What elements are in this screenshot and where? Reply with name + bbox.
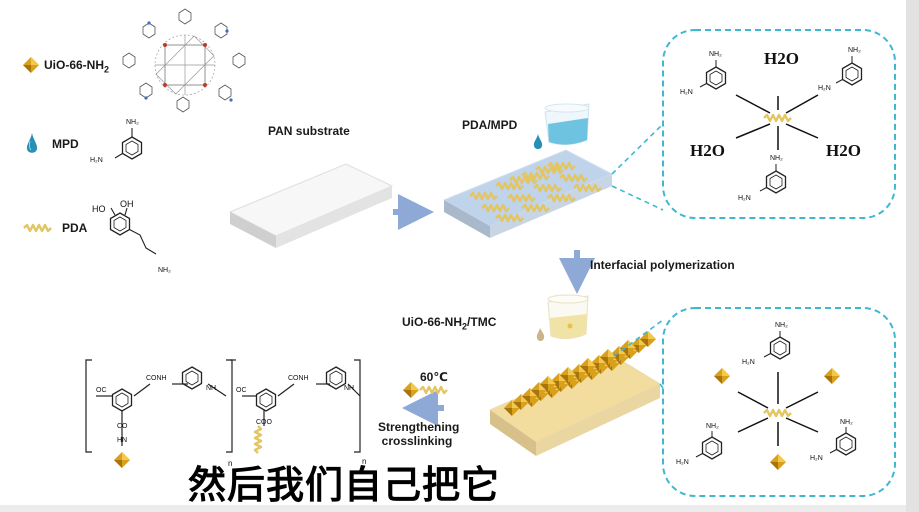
nh2-label-3: NH₂ [770, 155, 783, 162]
h2n-label-3: H₂N [738, 195, 751, 202]
h2o-top-label: H2O [764, 49, 799, 68]
zoom-line-bottom [611, 185, 664, 211]
pda-complex-dashed-box [662, 29, 896, 219]
tmc-drop-icon [536, 328, 545, 341]
oc-label-2: OC [236, 387, 247, 394]
pda-molecule [109, 207, 157, 255]
zoom-line-top-2 [613, 319, 664, 357]
h2n-label-6: H₂N [810, 455, 823, 462]
conh-label-1: CONH [146, 375, 167, 382]
uio-tmc-beaker-icon [547, 294, 589, 340]
uio-pda-complex [695, 331, 857, 470]
co-label: CO [117, 423, 128, 430]
polymer-uio-icon [114, 452, 130, 468]
pda-ho-label: HO [92, 204, 106, 214]
pan-substrate-block [228, 163, 394, 248]
nh2-label-2: NH₂ [848, 47, 861, 54]
mpd-h2n-label: H₂N [90, 157, 103, 164]
uio-complex-dashed-box [662, 307, 896, 497]
uio-framework-structure [122, 8, 246, 113]
pda-chain-icon [22, 223, 53, 233]
subtitle-caption: 然后我们自己把它 [188, 463, 501, 507]
h2n-label-5: H₂N [676, 459, 689, 466]
mpd-nh2-label: NH₂ [126, 119, 139, 126]
nh2-label-4: NH₂ [775, 322, 788, 329]
n-subscript-right: n [362, 457, 366, 466]
oc-label-1: OC [96, 387, 107, 394]
mpd-droplet-icon [26, 133, 38, 153]
uio-membrane [488, 355, 662, 456]
h2n-label-1: H₂N [680, 89, 693, 96]
hn-label: HN [117, 437, 127, 444]
slide [0, 0, 906, 505]
nh-label-1: NH [206, 385, 216, 392]
legend-uio-label: UiO-66-NH2 [44, 58, 110, 75]
pda-mpd-beaker-icon [544, 103, 590, 146]
legend-mpd-label: MPD [52, 137, 79, 151]
pda-h2o-complex [699, 56, 863, 194]
h2n-label-2: H₂N [818, 85, 831, 92]
conh-label-2: CONH [288, 375, 309, 382]
pda-coated-membrane [442, 149, 614, 238]
pda-oh-label: OH [120, 199, 134, 209]
temperature-label: 60℃ [420, 370, 448, 384]
diagram-canvas: NH₂ H₂N HO OH NH₂ [22, 8, 896, 497]
nh2-label-6: NH₂ [840, 419, 853, 426]
n-subscript-left: n [228, 459, 232, 468]
pda-nh2-label: NH₂ [158, 267, 171, 274]
nh2-label-1: NH₂ [709, 51, 722, 58]
uio-tmc-label: UiO-66-NH2/TMC [402, 315, 497, 332]
nh2-label-5: NH₂ [706, 423, 719, 430]
h2n-label-4: H₂N [742, 359, 755, 366]
interfacial-polymerization-label: Interfacial polymerization [590, 258, 735, 272]
mpd-molecule [114, 128, 143, 160]
coo-label: COO [256, 419, 273, 426]
drop-icon [533, 134, 543, 149]
zoom-line-top [611, 123, 664, 175]
h2o-right-label: H2O [826, 141, 861, 160]
polymer-pda-chain [253, 424, 263, 455]
uio-icon [23, 57, 39, 73]
nh-label-2: NH [344, 385, 354, 392]
zoom-line-bottom-2 [659, 383, 664, 389]
legend-pda-label: PDA [62, 221, 88, 235]
uio-small-icon [403, 382, 419, 398]
h2o-left-label: H2O [690, 141, 725, 160]
pda-mpd-label: PDA/MPD [462, 118, 518, 132]
window-edge [906, 0, 919, 512]
pan-substrate-label: PAN substrate [268, 124, 350, 138]
polymer-rings [111, 366, 347, 412]
pda-small-icon [418, 385, 449, 395]
